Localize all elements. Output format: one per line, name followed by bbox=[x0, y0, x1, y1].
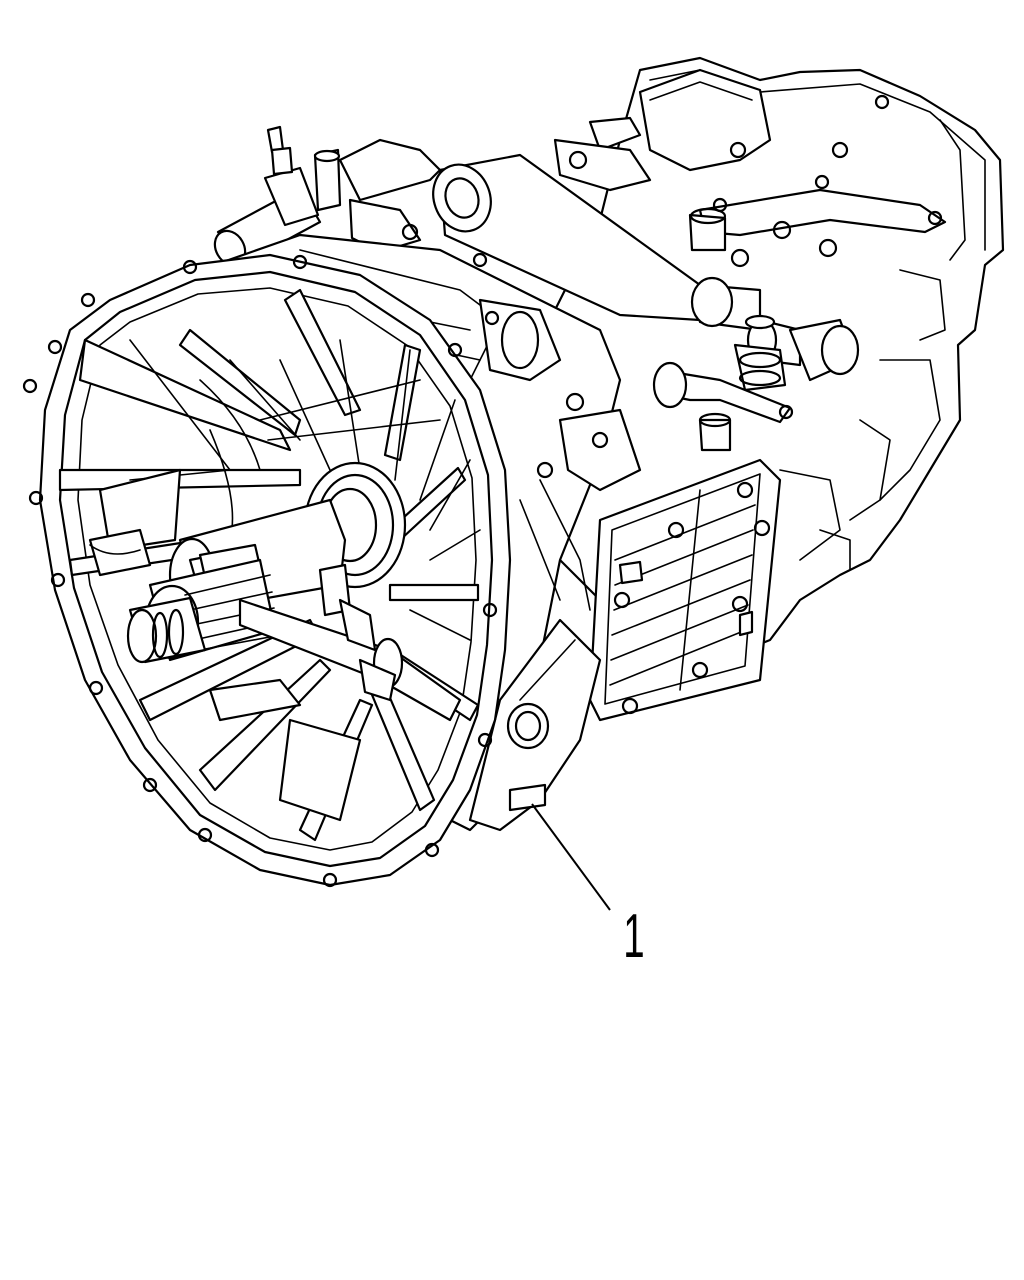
shift-linkage bbox=[688, 188, 947, 268]
input-shaft bbox=[126, 498, 347, 664]
side-cover bbox=[588, 458, 782, 722]
shift-tower bbox=[553, 68, 890, 192]
fork-bracket bbox=[652, 361, 794, 452]
selector-cylinder bbox=[432, 153, 860, 392]
callout-leader-line bbox=[531, 803, 611, 911]
release-fork bbox=[88, 528, 462, 722]
top-sensors bbox=[213, 125, 488, 268]
flange-bolt-holes bbox=[22, 254, 498, 888]
callout-label: 1 bbox=[623, 902, 645, 971]
lower-housing bbox=[468, 618, 602, 832]
